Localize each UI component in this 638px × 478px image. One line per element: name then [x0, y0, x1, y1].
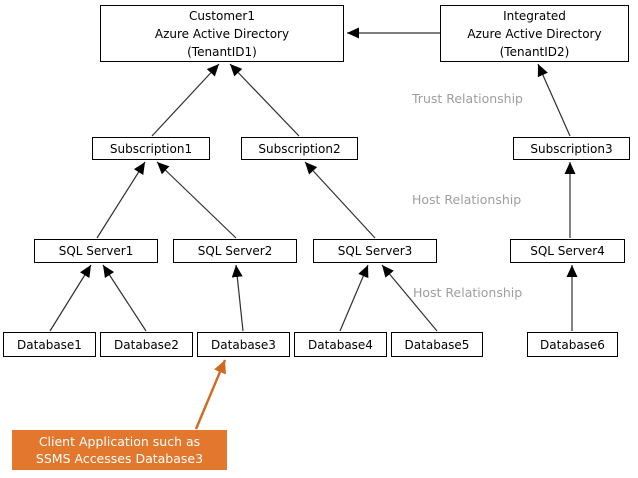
arrow-subscription1-to-customer-aad	[151, 63, 220, 137]
host-relationship-label-upper: Host Relationship	[412, 192, 522, 207]
node-subscription2: Subscription2	[241, 137, 358, 160]
node-label: SQL Server1	[58, 244, 134, 258]
node-label: Database1	[17, 337, 82, 352]
node-label-line: Customer1	[189, 8, 255, 23]
arrow-sqlserver2-to-subscription1	[156, 161, 237, 239]
node-subscription3: Subscription3	[513, 137, 630, 160]
node-sql-server2: SQL Server2	[173, 239, 297, 263]
node-label: SQL Server3	[337, 244, 413, 258]
node-label: SQL Server2	[197, 244, 273, 258]
host-relationship-label-lower: Host Relationship	[413, 285, 523, 300]
callout-text-line: SSMS Accesses Database3	[35, 451, 204, 466]
node-database5: Database5	[391, 332, 483, 357]
arrow-client-callout-to-database3	[194, 359, 227, 430]
arrow-subscription3-to-integrated-aad	[537, 63, 571, 137]
node-label: Database6	[540, 337, 605, 352]
node-label-line: Azure Active Directory	[154, 26, 290, 41]
node-database6: Database6	[527, 332, 618, 357]
node-database2: Database2	[100, 332, 193, 357]
arrow-sqlserver3-to-subscription2	[304, 161, 376, 239]
node-label: Subscription1	[109, 141, 193, 156]
node-label: Database3	[211, 337, 276, 352]
arrow-database4-to-sqlserver3	[339, 264, 369, 332]
client-application-callout: Client Application such as SSMS Accesses…	[12, 430, 227, 470]
node-customer1-azure-active-directory: Customer1 Azure Active Directory (Tenant…	[100, 5, 344, 62]
callout-text-line: Client Application such as	[38, 434, 201, 449]
node-database4: Database4	[294, 332, 387, 357]
node-label: Subscription2	[258, 141, 341, 156]
node-label-line: (TenantID1)	[187, 44, 257, 59]
node-sql-server3: SQL Server3	[313, 239, 437, 263]
node-subscription1: Subscription1	[92, 137, 210, 160]
arrow-subscription2-to-customer-aad	[229, 63, 300, 137]
node-label: Database2	[114, 337, 179, 352]
node-label-line: (TenantID2)	[499, 44, 570, 59]
node-label: SQL Server4	[530, 244, 605, 258]
node-label-line: Integrated	[503, 8, 566, 23]
node-label: Database5	[404, 337, 470, 352]
node-label-line: Azure Active Directory	[467, 26, 602, 41]
node-sql-server1: SQL Server1	[34, 239, 158, 263]
arrow-sqlserver1-to-subscription1	[96, 161, 146, 239]
trust-relationship-label: Trust Relationship	[412, 91, 523, 106]
node-database1: Database1	[3, 332, 96, 357]
node-label: Database4	[308, 337, 373, 352]
node-sql-server4: SQL Server4	[510, 239, 625, 263]
node-database3: Database3	[197, 332, 290, 357]
node-integrated-azure-active-directory: Integrated Azure Active Directory (Tenan…	[440, 5, 629, 62]
arrow-database2-to-sqlserver1	[102, 264, 147, 332]
node-label: Subscription3	[530, 141, 613, 156]
arrow-database3-to-sqlserver2	[231, 264, 244, 332]
arrow-database1-to-sqlserver1	[49, 264, 92, 332]
